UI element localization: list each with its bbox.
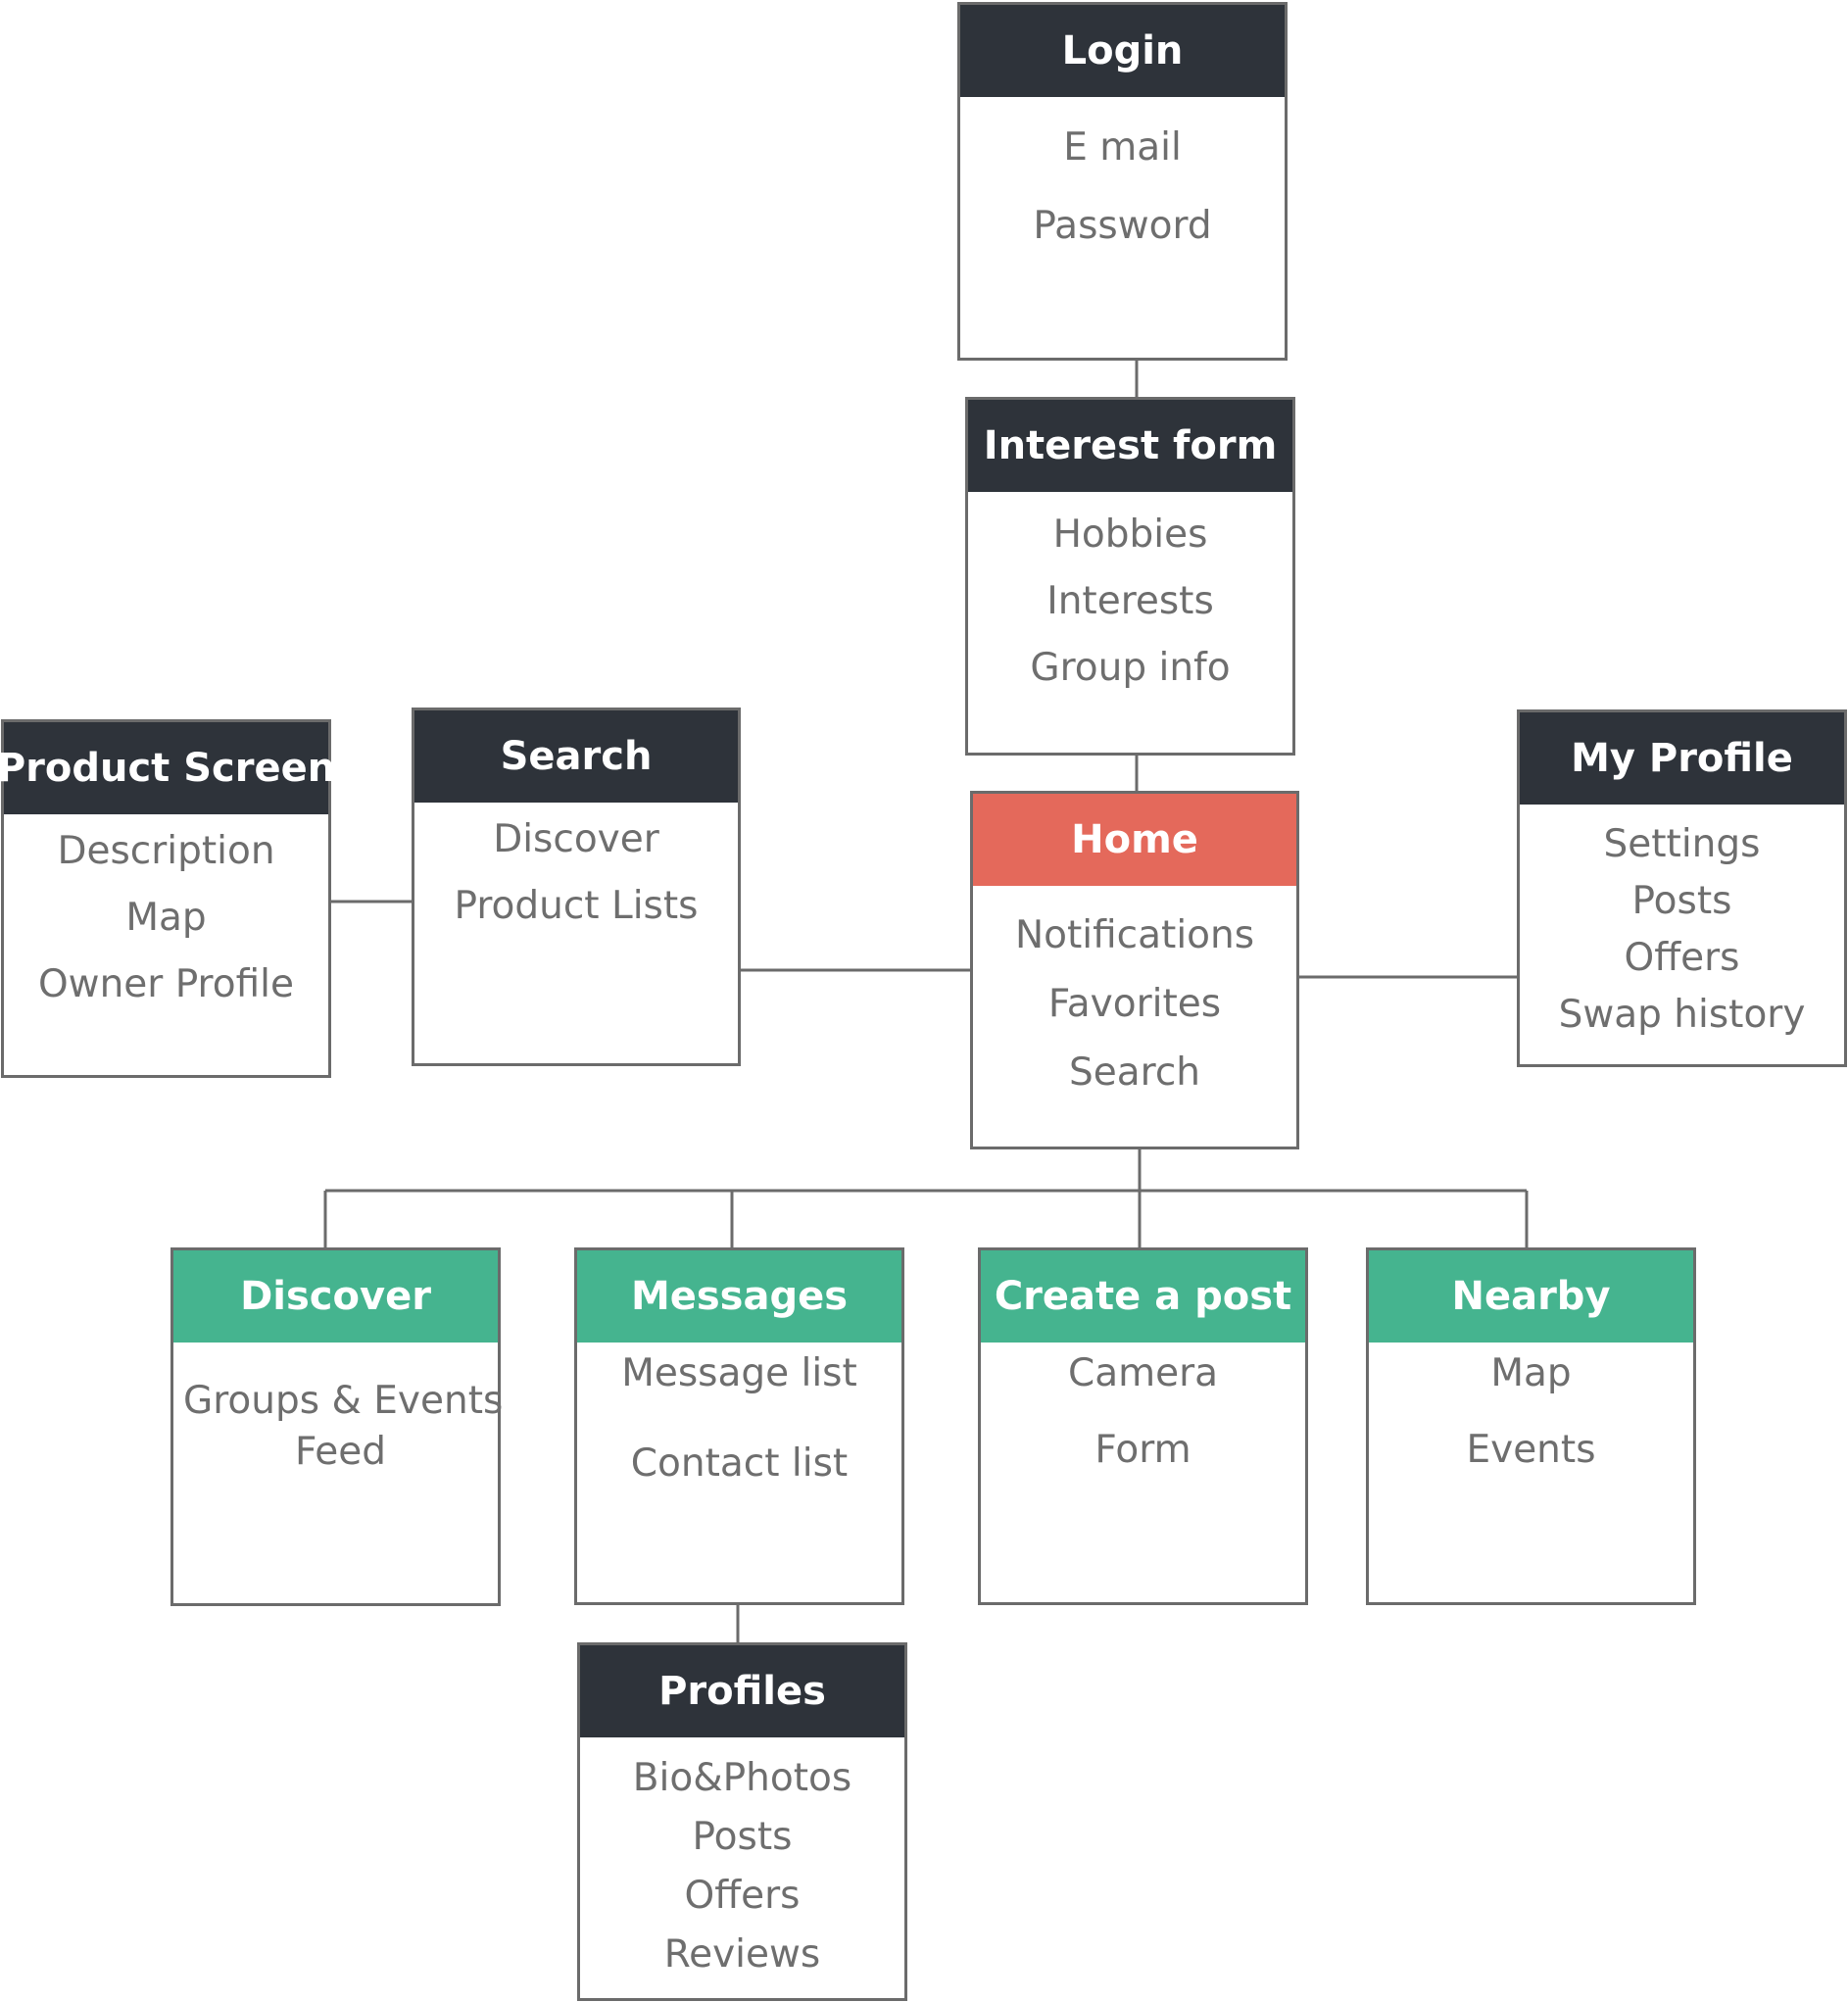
list-item: Hobbies: [1052, 513, 1208, 557]
node-nearby-title: Nearby: [1369, 1250, 1693, 1343]
node-login: Login E mail Password: [957, 2, 1288, 361]
node-my-profile-title: My Profile: [1520, 712, 1844, 805]
node-interest-form-items: Hobbies Interests Group info: [968, 496, 1292, 702]
node-interest-form-title: Interest form: [968, 400, 1292, 492]
list-item: Description: [57, 829, 275, 873]
list-item: Groups & Events: [183, 1379, 504, 1423]
node-profiles: Profiles Bio&Photos Posts Offers Reviews: [577, 1642, 907, 2001]
list-item: Product Lists: [454, 884, 699, 928]
node-interest-form: Interest form Hobbies Interests Group in…: [965, 397, 1295, 756]
list-item: Contact list: [630, 1441, 849, 1486]
node-my-profile-items: Settings Posts Offers Swap history: [1520, 816, 1844, 1044]
node-home-title: Home: [973, 794, 1296, 886]
node-product-screen: Product Screen Description Map Owner Pro…: [0, 719, 335, 1078]
node-product-screen-title: Product Screen: [0, 722, 335, 814]
list-item: Posts: [692, 1815, 793, 1859]
list-item: Interests: [1046, 579, 1214, 623]
list-item: Feed: [294, 1430, 387, 1474]
node-messages: Messages Message list Contact list: [574, 1247, 904, 1605]
list-item: Swap history: [1558, 993, 1806, 1037]
list-item: Group info: [1030, 646, 1231, 690]
list-item: Map: [125, 896, 207, 940]
list-item: Events: [1466, 1428, 1596, 1472]
node-discover: Discover Groups & Events Feed: [170, 1247, 504, 1606]
node-messages-items: Message list Contact list: [577, 1346, 901, 1491]
node-home-items: Notifications Favorites Search: [973, 902, 1296, 1107]
list-item: Offers: [1624, 936, 1740, 980]
list-item: Search: [1069, 1050, 1200, 1095]
list-item: E mail: [1063, 125, 1182, 170]
node-login-items: E mail Password: [960, 103, 1285, 254]
list-item: Form: [1094, 1428, 1191, 1472]
list-item: Reviews: [663, 1932, 821, 1977]
node-search-items: Discover Product Lists: [414, 806, 738, 940]
node-search: Search Discover Product Lists: [412, 708, 741, 1066]
node-nearby: Nearby Map Events: [1366, 1247, 1696, 1605]
list-item: Settings: [1603, 822, 1761, 866]
node-my-profile: My Profile Settings Posts Offers Swap hi…: [1517, 709, 1847, 1067]
node-discover-items: Groups & Events Feed: [173, 1376, 504, 1478]
list-item: Camera: [1067, 1351, 1219, 1395]
list-item: Bio&Photos: [632, 1756, 852, 1800]
list-item: Offers: [684, 1874, 801, 1918]
node-search-title: Search: [414, 710, 738, 803]
list-item: Owner Profile: [37, 962, 294, 1006]
node-profiles-title: Profiles: [580, 1645, 904, 1737]
node-home: Home Notifications Favorites Search: [970, 791, 1299, 1149]
node-login-title: Login: [960, 5, 1285, 97]
list-item: Notifications: [1014, 913, 1255, 957]
node-discover-title: Discover: [173, 1250, 498, 1343]
list-item: Favorites: [1047, 982, 1222, 1026]
list-item: Posts: [1631, 879, 1732, 923]
list-item: Message list: [621, 1351, 857, 1395]
node-messages-title: Messages: [577, 1250, 901, 1343]
node-nearby-items: Map Events: [1369, 1346, 1693, 1478]
node-product-screen-items: Description Map Owner Profile: [4, 818, 328, 1018]
node-create-post-items: Camera Form: [981, 1346, 1305, 1478]
node-profiles-items: Bio&Photos Posts Offers Reviews: [580, 1749, 904, 1984]
list-item: Map: [1490, 1351, 1572, 1395]
node-create-post: Create a post Camera Form: [978, 1247, 1308, 1605]
node-create-post-title: Create a post: [981, 1250, 1305, 1343]
list-item: Discover: [493, 817, 659, 861]
list-item: Password: [1033, 204, 1212, 248]
